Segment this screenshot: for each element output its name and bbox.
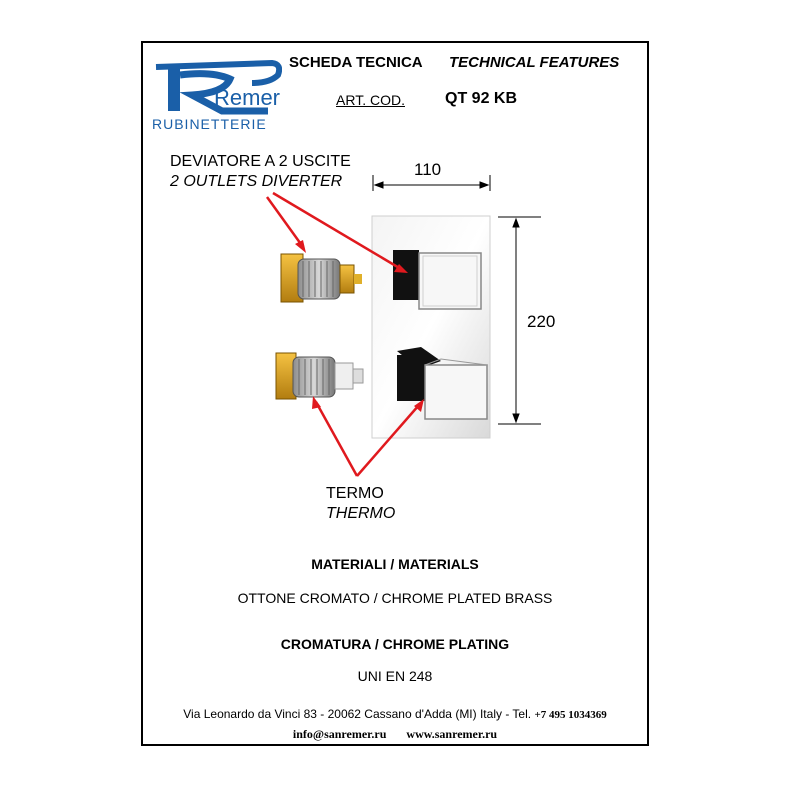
materials-text: OTTONE CROMATO / CHROME PLATED BRASS (237, 590, 553, 606)
thermo-label-it: TERMO (326, 485, 384, 502)
title-italian: SCHEDA TECNICA (289, 54, 423, 71)
plating-text: UNI EN 248 (357, 668, 433, 684)
diverter-valve-body (280, 253, 362, 303)
thermo-label-en: THERMO (326, 505, 396, 522)
footer-email[interactable]: info@sanremer.ru (292, 727, 387, 741)
thermo-arrows (312, 396, 424, 477)
width-dimension-line (372, 175, 491, 191)
footer-address: Via Leonardo da Vinci 83 - 20062 Cassano… (183, 707, 532, 721)
height-dimension: 220 (527, 312, 556, 331)
diverter-label-it: DEVIATORE A 2 USCITE (170, 153, 351, 170)
art-cod-value: QT 92 KB (445, 90, 518, 107)
remer-logo: Remer (155, 59, 282, 115)
thermo-handle (397, 347, 488, 420)
footer-address-line: Via Leonardo da Vinci 83 - 20062 Cassano… (143, 707, 647, 721)
thermo-valve-body (275, 352, 364, 400)
plating-title: CROMATURA / CHROME PLATING (280, 636, 510, 652)
width-dimension: 110 (414, 160, 442, 179)
spec-sheet: Remer RUBINETTERIE SCHEDA TECNICA TECHNI… (141, 41, 649, 746)
diverter-label-en: 2 OUTLETS DIVERTER (170, 173, 343, 190)
product-drawing (265, 175, 541, 477)
art-cod-label: ART. COD. (336, 92, 405, 108)
diverter-arrows (265, 191, 408, 273)
footer-contact-line: info@sanremer.ru www.sanremer.ru (143, 727, 647, 742)
footer-phone: +7 495 1034369 (534, 709, 607, 721)
footer-website[interactable]: www.sanremer.ru (406, 727, 498, 741)
materials-title: MATERIALI / MATERIALS (311, 556, 479, 572)
height-dimension-line (498, 216, 541, 425)
diverter-handle (393, 250, 482, 310)
brand-subtitle: RUBINETTERIE (152, 116, 267, 132)
title-english: TECHNICAL FEATURES (449, 54, 620, 71)
logo-text: Remer (214, 85, 280, 110)
